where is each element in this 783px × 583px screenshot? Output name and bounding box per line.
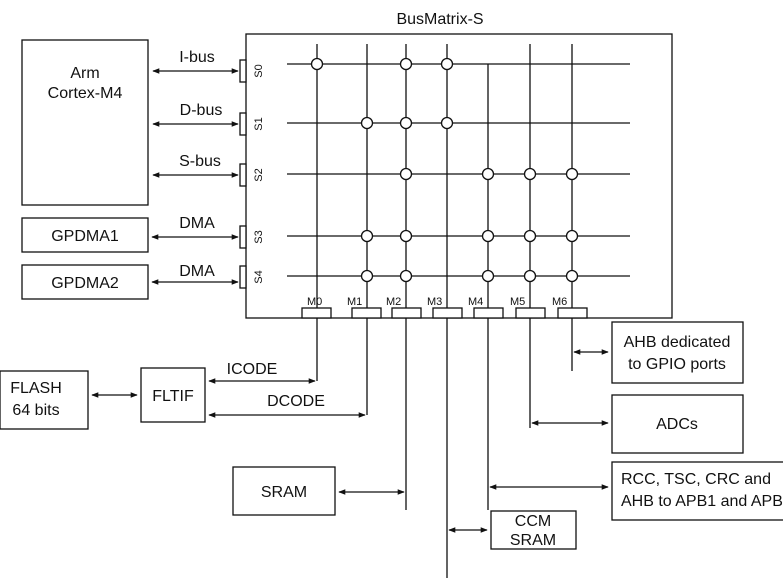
dcode-label: DCODE — [267, 393, 325, 410]
slave-port-label-s4: S4 — [253, 270, 265, 283]
connection-node-s2-m5 — [523, 167, 537, 181]
diagram-title: BusMatrix-S — [396, 11, 483, 28]
ccm-sram-label-line1: CCM — [515, 513, 551, 530]
fltif-box — [140, 367, 206, 423]
ahb-gpio-label-line2: to GPIO ports — [628, 356, 726, 373]
slave-port-label-s3: S3 — [253, 230, 265, 243]
connection-node-s4-m1 — [360, 269, 374, 283]
ahb-gpio-box — [611, 321, 744, 384]
connection-node-s3-m4 — [481, 229, 495, 243]
rcc-label-line1: RCC, TSC, CRC and — [621, 471, 771, 488]
connection-node-s2-m4 — [481, 167, 495, 181]
connection-node-s0-m2 — [399, 57, 413, 71]
master-port-label-m3: M3 — [427, 296, 442, 308]
slave-port-label-s2: S2 — [253, 168, 265, 181]
connection-node-s0-m0 — [310, 57, 324, 71]
master-port-label-m2: M2 — [386, 296, 401, 308]
connection-node-s3-m6 — [565, 229, 579, 243]
connection-node-s0-m3 — [440, 57, 454, 71]
ahb-gpio-label-line1: AHB dedicated — [624, 334, 731, 351]
connection-node-s2-m6 — [565, 167, 579, 181]
sram-label: SRAM — [261, 484, 307, 501]
slave-port-label-s0: S0 — [253, 64, 265, 77]
ibus-label: I-bus — [179, 49, 215, 66]
adcs-label: ADCs — [656, 416, 698, 433]
connection-node-s4-m6 — [565, 269, 579, 283]
ccm-sram-label-line2: SRAM — [510, 532, 556, 549]
connection-node-s1-m2 — [399, 116, 413, 130]
connection-node-s1-m1 — [360, 116, 374, 130]
ccm-sram-box — [490, 510, 577, 550]
connection-node-s4-m4 — [481, 269, 495, 283]
master-bus-arrows — [151, 68, 239, 285]
icode-label: ICODE — [227, 361, 278, 378]
connection-node-s2-m2 — [399, 167, 413, 181]
flash-label-line2: 64 bits — [12, 402, 59, 419]
flash-label-line1: FLASH — [10, 380, 62, 397]
master-port-label-m1: M1 — [347, 296, 362, 308]
connection-node-s4-m5 — [523, 269, 537, 283]
slave-port-label-s1: S1 — [253, 117, 265, 130]
slave-port-tabs — [239, 59, 247, 289]
gpdma1-label: GPDMA1 — [51, 228, 119, 245]
master-port-label-m5: M5 — [510, 296, 525, 308]
connection-node-s3-m5 — [523, 229, 537, 243]
dbus-label: D-bus — [180, 102, 223, 119]
gpdma2-label: GPDMA2 — [51, 275, 119, 292]
master-port-label-m4: M4 — [468, 296, 483, 308]
master-port-label-m6: M6 — [552, 296, 567, 308]
connection-node-s3-m1 — [360, 229, 374, 243]
fltif-label: FLTIF — [152, 388, 194, 405]
master-port-label-m0: M0 — [307, 296, 322, 308]
gpdma2-box — [21, 264, 149, 300]
cpu-label-line2: Cortex-M4 — [48, 85, 123, 102]
connection-node-s1-m3 — [440, 116, 454, 130]
connection-nodes — [310, 57, 579, 283]
connection-node-s3-m2 — [399, 229, 413, 243]
gpdma1-box — [21, 217, 149, 253]
master-port-output-lines — [316, 318, 573, 578]
cpu-label-line1: Arm — [70, 65, 99, 82]
adcs-box — [611, 394, 744, 454]
flash-box — [0, 370, 89, 430]
sram-box — [232, 466, 336, 516]
dma2-label: DMA — [179, 263, 215, 280]
sbus-label: S-bus — [179, 153, 221, 170]
dma1-label: DMA — [179, 215, 215, 232]
cpu-box — [21, 39, 149, 206]
rcc-label-line2: AHB to APB1 and APB2 — [621, 493, 783, 510]
rcc-box — [611, 461, 783, 521]
connection-node-s4-m2 — [399, 269, 413, 283]
